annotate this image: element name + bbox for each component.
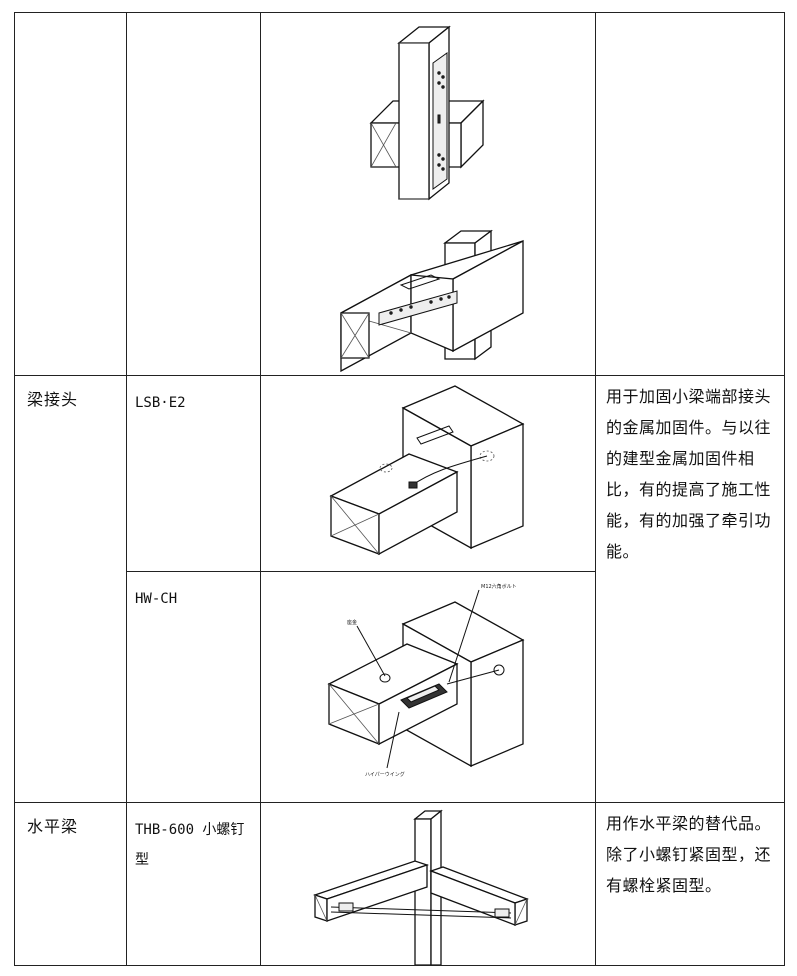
row2-desc-cell: 用于加固小梁端部接头的金属加固件。与以往的建型金属加固件相比，有的提高了施工性能… <box>595 375 785 803</box>
row3-figure-cell: M12六角ボルト 座金 ハイパーウイング <box>260 571 596 803</box>
row2-model-cell: LSB·E2 <box>126 375 261 572</box>
thb-600-drawing <box>312 809 529 965</box>
row1-desc-cell <box>595 12 785 376</box>
callout-washer: 座金 <box>347 619 357 626</box>
row2-name-cell: 梁接头 <box>14 375 127 803</box>
lsb-e2-drawing <box>329 385 525 556</box>
table-row: HW-CH M12六角ボルト 座金 ハイパーウイング <box>15 571 785 803</box>
beam-joint-illustration <box>340 229 524 373</box>
post-beam-connector-drawing <box>340 25 524 373</box>
row1-name-cell <box>14 12 127 376</box>
row1-model-cell <box>126 12 261 376</box>
table-row <box>14 12 785 376</box>
row2-name: 梁接头 <box>27 390 79 409</box>
row2-desc: 用于加固小梁端部接头的金属加固件。与以往的建型金属加固件相比，有的提高了施工性能… <box>606 387 772 561</box>
table-row: 梁接头 LSB·E2 用于加固小梁端部接头的金属加固件。与以往的建型金属加固件相… <box>14 375 785 803</box>
row1-model <box>127 13 260 25</box>
row1-desc <box>596 13 784 18</box>
spec-table: 梁接头 LSB·E2 用于加固小梁端部接头的金属加固件。与以往的建型金属加固件相… <box>14 12 785 966</box>
row4-name-cell: 水平梁 <box>14 802 127 966</box>
row2-figure-cell <box>260 375 596 572</box>
cross-joint-illustration <box>369 25 485 201</box>
callout-bolt: M12六角ボルト <box>481 583 517 590</box>
row1-name <box>15 13 126 23</box>
row4-model-cell: THB-600 小螺钉型 <box>126 802 261 966</box>
row3-model: HW-CH <box>135 591 178 607</box>
row3-model-cell: HW-CH <box>126 571 261 803</box>
hw-ch-drawing: M12六角ボルト 座金 ハイパーウイング <box>327 583 525 778</box>
row4-desc-cell: 用作水平梁的替代品。除了小螺钉紧固型，还有螺栓紧固型。 <box>595 802 785 966</box>
table-row: 水平梁 THB-600 小螺钉型 用作水平梁的替代品。除了小螺钉紧固型，还有螺栓… <box>14 802 785 966</box>
row2-model: LSB·E2 <box>135 395 186 411</box>
row1-figure-cell <box>260 12 596 376</box>
row4-model: THB-600 小螺钉型 <box>135 822 245 868</box>
row4-desc: 用作水平梁的替代品。除了小螺钉紧固型，还有螺栓紧固型。 <box>606 814 772 895</box>
row4-figure-cell <box>260 802 596 966</box>
row4-name: 水平梁 <box>27 817 79 836</box>
callout-hyperwing: ハイパーウイング <box>365 771 405 778</box>
